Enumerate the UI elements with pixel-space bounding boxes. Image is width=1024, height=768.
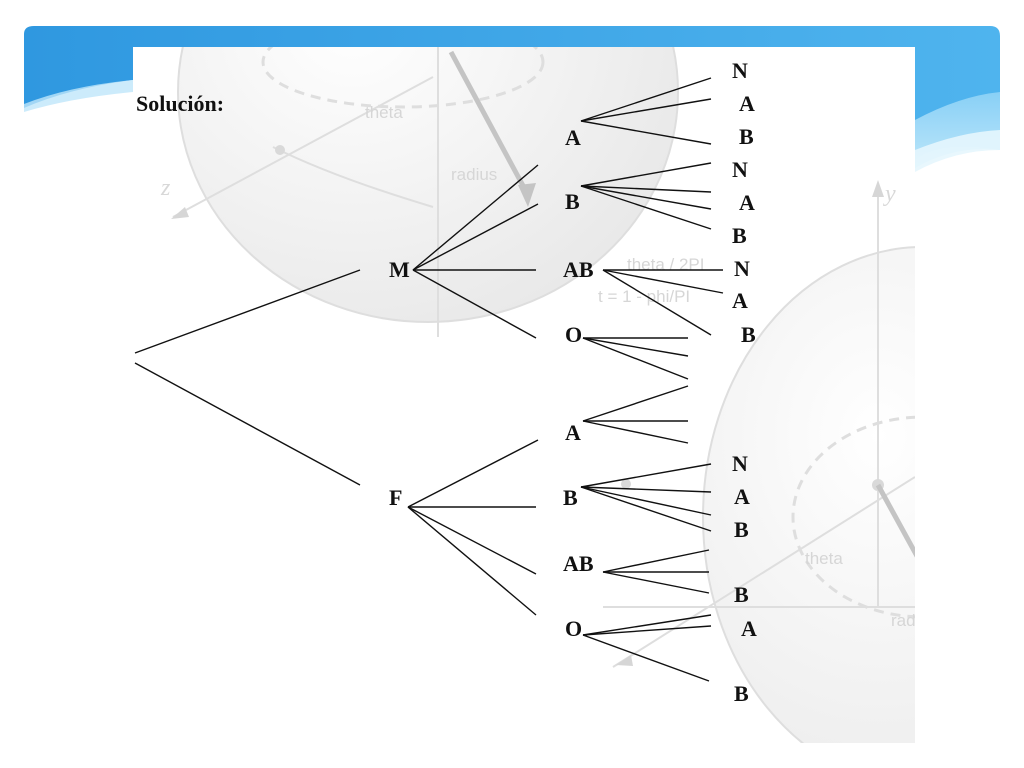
leaf-M-A-A: A [739, 91, 755, 116]
slide-title: Solución: [136, 91, 225, 116]
node-M-B: B [565, 189, 580, 214]
leaf-F-O-B: B [734, 681, 749, 706]
leaf-F-B-N: N [732, 451, 748, 476]
header-swoosh [24, 26, 1000, 172]
content-panel: theta radius theta / 2PI t = 1 - phi/PI … [133, 47, 915, 743]
leaf-F-B-A: A [734, 484, 750, 509]
leaf-M-B-A: A [739, 190, 755, 215]
leaf-F-O-A: A [741, 616, 757, 641]
leaf-F-AB-B: B [734, 582, 749, 607]
bg-theta-label-bottom: theta [805, 549, 843, 568]
leaf-M-B-B: B [732, 223, 747, 248]
background-sphere-art [171, 47, 915, 743]
leaf-M-B-N: N [732, 157, 748, 182]
node-F: F [389, 485, 403, 510]
node-M-AB: AB [563, 257, 594, 282]
node-M: M [389, 257, 410, 282]
bg-theta-label-top: theta [365, 103, 403, 122]
leaf-M-AB-A: A [732, 288, 748, 313]
bg-radius-label-bottom: rad [891, 611, 915, 630]
leaf-M-AB-B: B [741, 322, 756, 347]
node-F-AB: AB [563, 551, 594, 576]
node-F-A: A [565, 420, 581, 445]
node-F-B: B [563, 485, 578, 510]
leaf-M-A-B: B [739, 124, 754, 149]
leaf-F-B-B: B [734, 517, 749, 542]
bg-axis-z-label: z [161, 175, 171, 201]
bg-axis-y-label: y [885, 181, 896, 207]
bg-radius-label-top: radius [451, 165, 498, 184]
bg-formula-label-2: t = 1 - phi/PI [598, 287, 691, 306]
node-F-O: O [565, 616, 583, 641]
leaf-M-A-N: N [732, 58, 748, 83]
bg-formula-label-1: theta / 2PI [627, 255, 705, 274]
node-M-A: A [565, 125, 581, 150]
leaf-M-AB-N: N [734, 256, 750, 281]
node-M-O: O [565, 322, 583, 347]
tree-diagram-lines [134, 77, 724, 682]
